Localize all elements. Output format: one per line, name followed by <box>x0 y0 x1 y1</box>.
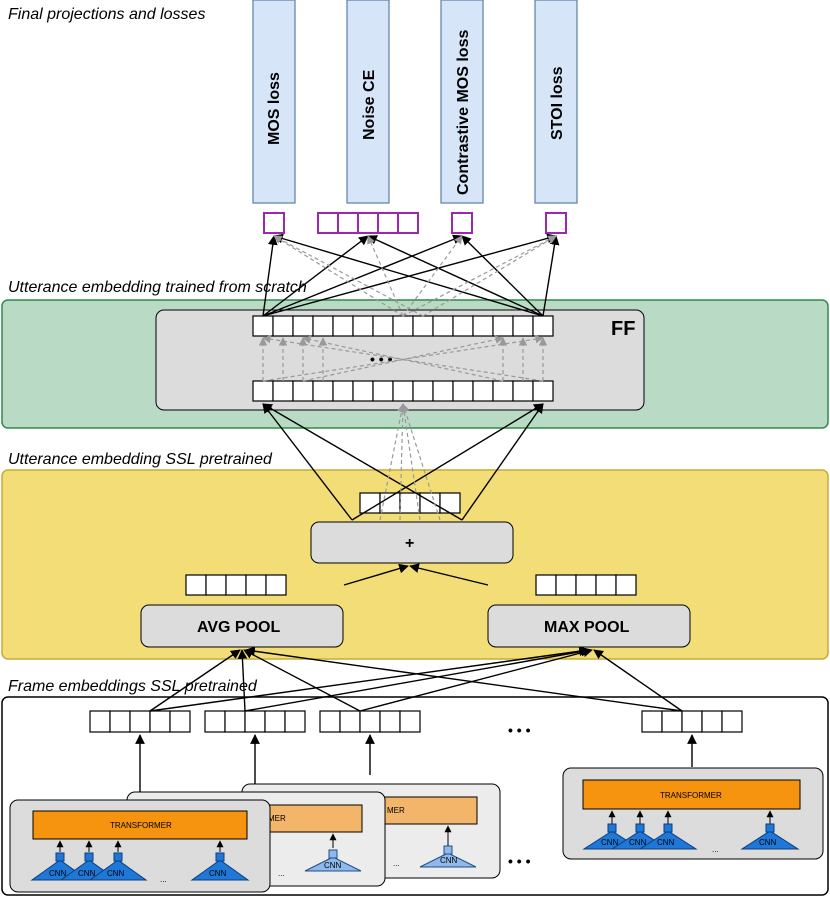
encoder-dots: • • • <box>508 853 531 869</box>
svg-text:...: ... <box>393 859 400 868</box>
avg-pool-vector <box>185 574 287 596</box>
section-label-final: Final projections and losses <box>8 6 205 23</box>
ff-to-proj-dashed <box>273 235 557 317</box>
utt-to-ff-dashed <box>379 403 441 521</box>
frame-vector-1 <box>89 710 191 733</box>
cnn-icon-2b <box>304 856 362 872</box>
encoder-card-n: TRANSFORMER CNN CNN CNN CNN ... <box>562 767 824 860</box>
encoder-card-1: TRANSFORMER CNN CNN CNN CNN ... <box>9 799 271 893</box>
loss-column-noise: Noise CE <box>346 0 390 204</box>
frame-vector-dots: • • • <box>508 722 531 738</box>
proj-mos <box>263 212 285 234</box>
transformer-block-1 <box>32 810 248 840</box>
ff-bottom-vector <box>252 380 554 402</box>
frame-to-pool-arrows <box>149 646 683 712</box>
avg-pool-box <box>140 604 344 648</box>
transformer-label-3: MER <box>387 806 405 815</box>
ff-label: FF <box>611 318 635 340</box>
svg-text:CNN: CNN <box>601 838 619 847</box>
max-pool-vector <box>535 574 637 596</box>
frame-vector-2 <box>204 710 306 733</box>
svg-text:...: ... <box>278 869 285 878</box>
transformer-block-n <box>582 779 801 810</box>
transformer-label-1: TRANSFORMER <box>110 821 172 830</box>
loss-column-mos: MOS loss <box>252 0 296 204</box>
cnn-icon <box>88 859 148 881</box>
output-projections <box>263 212 567 234</box>
loss-label-contrastive: Contrastive MOS loss <box>455 30 472 195</box>
cnn-icon-3b <box>419 852 477 868</box>
svg-text:CNN: CNN <box>629 838 647 847</box>
ff-internal-arrows <box>258 334 548 382</box>
section-label-ssl-frame: Frame embeddings SSL pretrained <box>8 678 258 695</box>
svg-text:CNN: CNN <box>49 869 67 878</box>
utt-to-ff-arrows <box>262 403 544 521</box>
ff-top-vector <box>252 315 554 337</box>
svg-text:...: ... <box>160 875 167 884</box>
transformer-label-n: TRANSFORMER <box>660 791 722 800</box>
svg-text:CNN: CNN <box>209 869 227 878</box>
sum-box <box>310 521 514 564</box>
frame-vector-3 <box>319 710 421 733</box>
loss-column-contrastive: Contrastive MOS loss <box>440 0 484 204</box>
cnn-icon <box>638 830 698 850</box>
loss-label-stoi: STOI loss <box>549 66 566 140</box>
frame-vector-n <box>641 710 743 733</box>
max-pool-label: MAX POOL <box>544 619 630 636</box>
transformer-label-2: MER <box>268 814 286 823</box>
svg-text:...: ... <box>712 845 719 854</box>
avg-pool-label: AVG POOL <box>197 619 280 636</box>
cnn-icon <box>190 859 250 881</box>
svg-text:CNN: CNN <box>107 869 125 878</box>
svg-text:CNN: CNN <box>759 838 777 847</box>
proj-contrastive <box>451 212 473 234</box>
svg-text:CNN: CNN <box>440 856 458 865</box>
ff-to-proj-arrows <box>262 233 560 317</box>
encoder-to-frame-arrows <box>135 734 697 792</box>
avg-to-sum-arrow <box>343 563 409 586</box>
proj-stoi <box>545 212 567 234</box>
loss-column-stoi: STOI loss <box>534 0 578 204</box>
section-label-scratch: Utterance embedding trained from scratch <box>8 279 307 296</box>
max-to-sum-arrow <box>409 563 489 586</box>
svg-text:CNN: CNN <box>78 869 96 878</box>
svg-text:CNN: CNN <box>657 838 675 847</box>
section-label-ssl-utterance: Utterance embedding SSL pretrained <box>8 451 273 468</box>
svg-text:CNN: CNN <box>324 861 342 870</box>
loss-label-noise: Noise CE <box>361 69 378 140</box>
loss-label-mos: MOS loss <box>266 72 283 145</box>
proj-noise <box>317 212 419 234</box>
cnn-icon <box>740 830 800 850</box>
sum-label: + <box>405 535 414 552</box>
